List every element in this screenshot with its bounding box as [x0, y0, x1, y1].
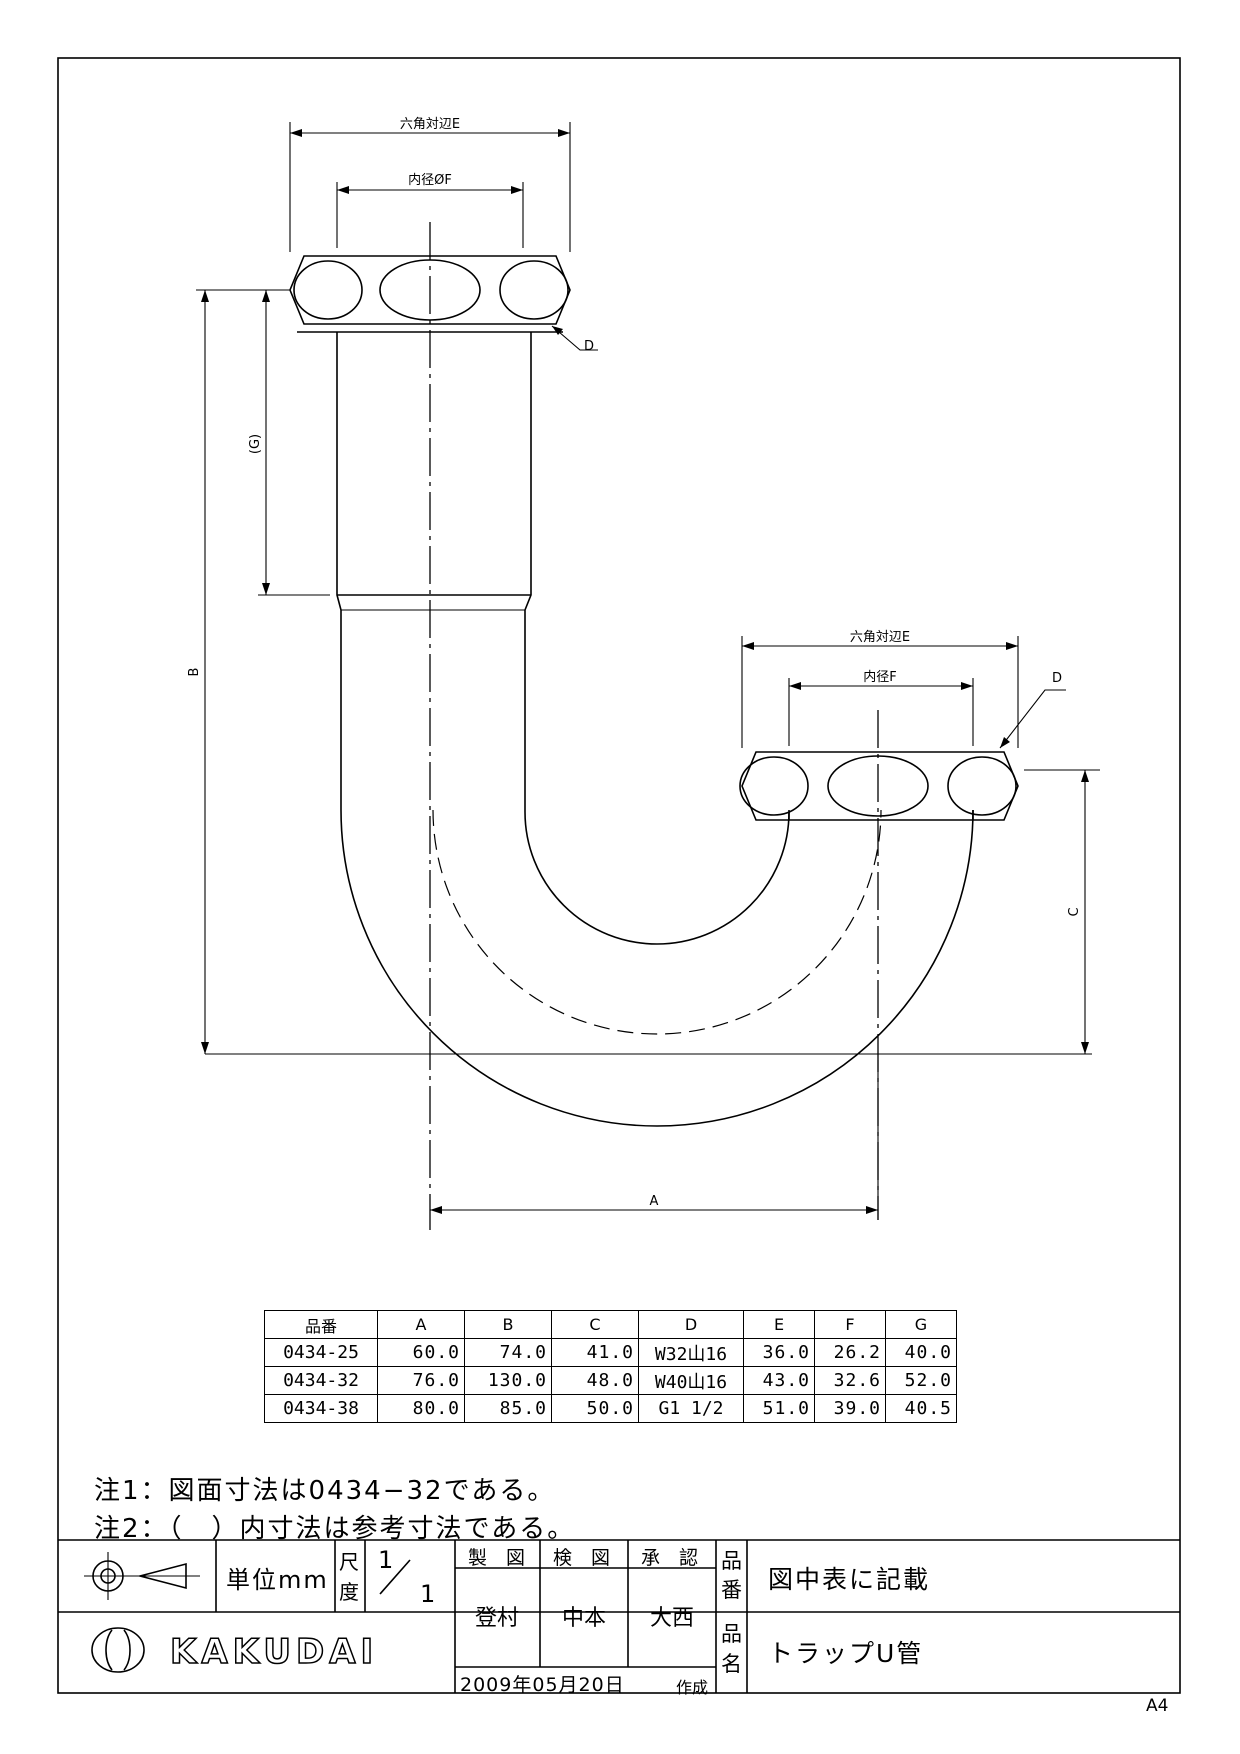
cell-f: 26.2 [814, 1338, 886, 1367]
hex-right-label: 六角対辺E [850, 630, 910, 645]
part-no-label-1: 品 [721, 1549, 742, 1573]
cell-g: 52.0 [885, 1366, 957, 1395]
spec-table: 品番 A B C D E F G 0434-25 60.0 74.0 41.0 … [264, 1310, 957, 1423]
cell-a: 76.0 [377, 1366, 465, 1395]
cell-a: 60.0 [377, 1338, 465, 1367]
table-row: 0434-32 76.0 130.0 48.0 W40山16 43.0 32.6… [264, 1366, 957, 1395]
cell-f: 32.6 [814, 1366, 886, 1395]
note-2: 注2：（ ）内寸法は参考寸法である。 [94, 1514, 576, 1544]
dim-g-label: (G) [248, 434, 263, 454]
cell-a: 80.0 [377, 1394, 465, 1423]
th-e: E [743, 1310, 815, 1339]
part-no-label-2: 番 [721, 1578, 742, 1602]
d-top-label: D [584, 339, 594, 354]
sheet-border [57, 57, 1181, 1694]
table-row: 0434-38 80.0 85.0 50.0 G1 1/2 51.0 39.0 … [264, 1394, 957, 1423]
th-a: A [377, 1310, 465, 1339]
pipe-inner-right [524, 332, 532, 812]
right-nut-right-face [947, 756, 1017, 816]
inner-top-label: 内径ØF [408, 172, 452, 188]
cell-b: 85.0 [464, 1394, 552, 1423]
cell-g: 40.0 [885, 1338, 957, 1367]
th-d: D [638, 1310, 744, 1339]
d-right-label: D [1052, 671, 1062, 686]
cell-d: G1 1/2 [638, 1394, 744, 1423]
table-header-row: 品番 A B C D E F G [264, 1310, 957, 1339]
right-nut-left-face [739, 756, 809, 816]
th-f: F [814, 1310, 886, 1339]
scale-label-1: 尺 [339, 1550, 359, 1574]
title-block-lines [58, 1539, 1180, 1693]
cell-b: 130.0 [464, 1366, 552, 1395]
th-b: B [464, 1310, 552, 1339]
approved-name: 大西 [650, 1606, 695, 1631]
cell-g: 40.5 [885, 1394, 957, 1423]
drawn-header: 製 図 [468, 1547, 526, 1569]
scale-denominator: 1 [420, 1580, 436, 1608]
top-nut-left-face [293, 260, 363, 320]
cell-part-no: 0434-32 [264, 1366, 378, 1395]
part-name-label-1: 品 [721, 1622, 742, 1646]
made-label: 作成 [676, 1678, 709, 1697]
cell-e: 36.0 [743, 1338, 815, 1367]
cell-c: 41.0 [551, 1338, 639, 1367]
top-nut-right-face [499, 260, 569, 320]
scale-label-2: 度 [339, 1580, 359, 1604]
cell-e: 51.0 [743, 1394, 815, 1423]
part-name-value: トラップU管 [768, 1639, 924, 1668]
right-hex-nut [741, 751, 1019, 821]
u-bend-hidden-centerline [432, 809, 882, 1035]
dim-c-label: C [1067, 907, 1082, 916]
cell-c: 48.0 [551, 1366, 639, 1395]
trap-drawing [205, 222, 1092, 1230]
company-logo-text: KAKUDAI [169, 1631, 379, 1673]
th-c: C [551, 1310, 639, 1339]
th-g: G [885, 1310, 957, 1339]
checked-name: 中本 [562, 1606, 607, 1631]
cell-part-no: 0434-38 [264, 1394, 378, 1423]
drawing-date: 2009年05月20日 [460, 1674, 625, 1696]
u-bend-outer [340, 809, 974, 1127]
paper-size: A4 [1146, 1696, 1169, 1716]
hex-top-label: 六角対辺E [400, 117, 460, 132]
checked-header: 検 図 [553, 1547, 611, 1569]
approved-header: 承 認 [641, 1547, 699, 1569]
cell-c: 50.0 [551, 1394, 639, 1423]
inner-right-label: 内径F [863, 669, 896, 685]
dimensions: 六角対辺E 内径ØF D B (G) 六角対辺E 内径F [187, 117, 1100, 1220]
unit-label: 単位mm [226, 1566, 329, 1594]
cell-part-no: 0434-25 [264, 1338, 378, 1367]
scale-numerator: 1 [378, 1546, 394, 1574]
note-1: 注1：図面寸法は0434−32である。 [94, 1476, 556, 1506]
cell-d: W32山16 [638, 1338, 744, 1367]
dim-a-label: A [650, 1194, 659, 1209]
u-bend-inner [524, 811, 790, 945]
part-name-label-2: 名 [721, 1652, 742, 1676]
th-part-no: 品番 [264, 1310, 378, 1339]
cell-e: 43.0 [743, 1366, 815, 1395]
pipe-outer-left [336, 332, 342, 810]
dim-b-label: B [187, 668, 202, 677]
drawn-name: 登村 [475, 1606, 520, 1631]
table-row: 0434-25 60.0 74.0 41.0 W32山16 36.0 26.2 … [264, 1338, 957, 1367]
part-no-value: 図中表に記載 [768, 1565, 931, 1594]
cell-b: 74.0 [464, 1338, 552, 1367]
cell-d: W40山16 [638, 1366, 744, 1395]
cell-f: 39.0 [814, 1394, 886, 1423]
